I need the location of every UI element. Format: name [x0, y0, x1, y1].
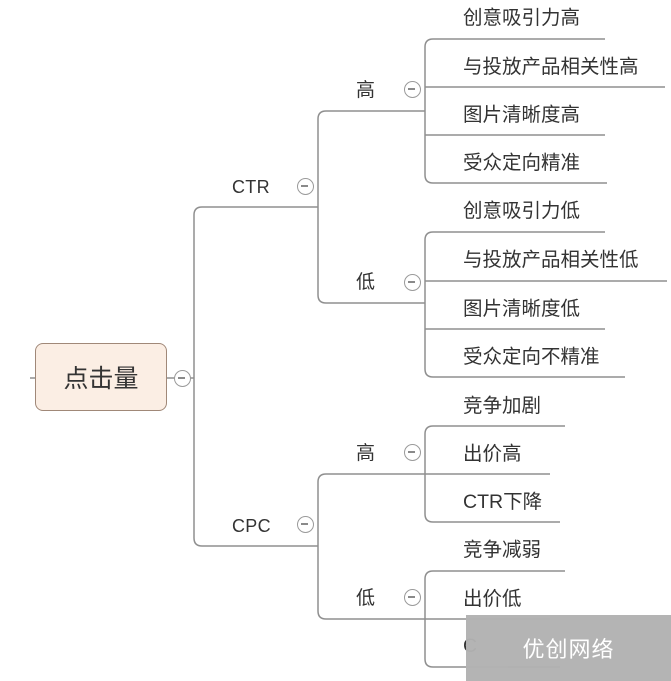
leaf-topic[interactable]: 图片清晰度高	[463, 104, 581, 126]
leaf-topic[interactable]: 竞争减弱	[463, 539, 542, 561]
root-topic[interactable]: 点击量	[35, 343, 167, 411]
connector-line	[317, 110, 425, 304]
collapse-icon[interactable]	[403, 443, 421, 461]
collapse-icon[interactable]	[403, 588, 421, 606]
connector-line	[424, 38, 607, 184]
connector-line	[193, 206, 318, 547]
collapse-icon[interactable]	[296, 515, 314, 533]
watermark-text: 优创网络	[522, 637, 615, 662]
leaf-topic[interactable]: CTR下降	[463, 491, 543, 513]
subtopic-cpc-low[interactable]: 低	[356, 588, 376, 609]
connector-line	[317, 473, 425, 620]
leaf-topic[interactable]: 竞争加剧	[463, 395, 542, 417]
collapse-icon[interactable]	[403, 80, 421, 98]
leaf-topic[interactable]: 图片清晰度低	[463, 298, 581, 320]
collapse-icon[interactable]	[173, 369, 191, 387]
leaf-topic[interactable]: 出价高	[463, 443, 522, 465]
branch-topic-cpc[interactable]: CPC	[232, 516, 271, 536]
leaf-topic[interactable]: 与投放产品相关性低	[463, 249, 639, 271]
root-topic-label: 点击量	[63, 365, 139, 393]
subtopic-ctr-low[interactable]: 低	[356, 272, 376, 293]
subtopic-ctr-high[interactable]: 高	[356, 80, 376, 101]
leaf-topic[interactable]: 受众定向不精准	[463, 346, 600, 368]
collapse-icon[interactable]	[296, 177, 314, 195]
leaf-topic[interactable]: 创意吸引力高	[463, 7, 581, 29]
collapse-icon[interactable]	[403, 273, 421, 291]
watermark: 优创网络	[466, 615, 671, 681]
subtopic-cpc-high[interactable]: 高	[356, 443, 376, 464]
leaf-topic[interactable]: 受众定向精准	[463, 152, 581, 174]
leaf-topic[interactable]: 创意吸引力低	[463, 200, 581, 222]
branch-topic-ctr[interactable]: CTR	[232, 177, 270, 197]
connector-line	[424, 231, 625, 378]
leaf-topic[interactable]: 与投放产品相关性高	[463, 56, 639, 78]
leaf-topic[interactable]: 出价低	[463, 588, 522, 610]
